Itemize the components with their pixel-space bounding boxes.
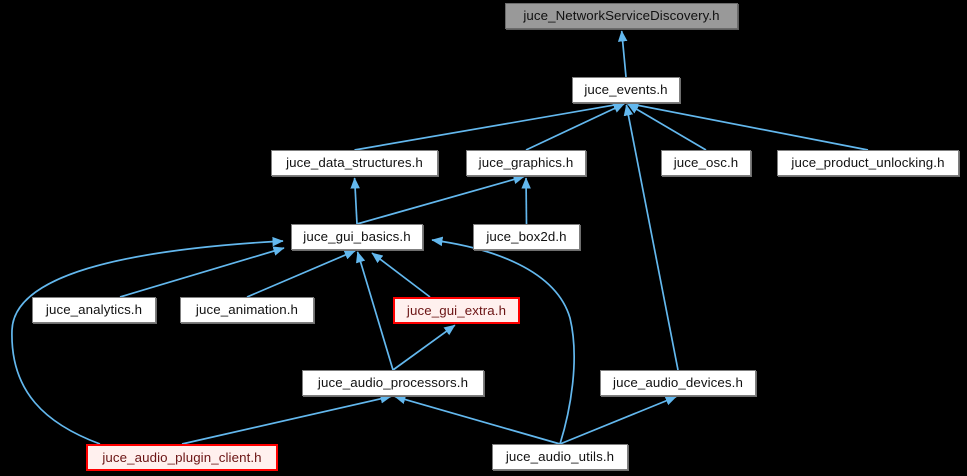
graph-node-animation[interactable]: juce_animation.h bbox=[180, 297, 314, 323]
graph-node-label: juce_NetworkServiceDiscovery.h bbox=[523, 8, 720, 24]
graph-node-analytics[interactable]: juce_analytics.h bbox=[32, 297, 156, 323]
graph-node-graphics[interactable]: juce_graphics.h bbox=[466, 150, 586, 176]
graph-node-events[interactable]: juce_events.h bbox=[572, 77, 680, 103]
graph-edge-gui_extra-to-gui_basics bbox=[371, 252, 431, 298]
graph-node-label: juce_audio_plugin_client.h bbox=[102, 449, 262, 465]
graph-node-label: juce_audio_utils.h bbox=[505, 449, 615, 465]
graph-edge-audio_utils-to-audio_processors bbox=[394, 394, 561, 445]
graph-node-audio_processors[interactable]: juce_audio_processors.h bbox=[302, 370, 484, 396]
graph-node-audio_plugin_client[interactable]: juce_audio_plugin_client.h bbox=[86, 444, 278, 471]
graph-node-product_unlocking[interactable]: juce_product_unlocking.h bbox=[777, 150, 959, 176]
graph-node-label: juce_audio_processors.h bbox=[317, 375, 469, 391]
graph-node-audio_utils[interactable]: juce_audio_utils.h bbox=[492, 444, 628, 470]
graph-node-box2d[interactable]: juce_box2d.h bbox=[473, 224, 580, 250]
graph-node-osc[interactable]: juce_osc.h bbox=[661, 150, 751, 176]
graph-edge-gui_basics-to-graphics bbox=[356, 174, 525, 225]
graph-edge-osc-to-events bbox=[627, 103, 707, 151]
graph-node-label: juce_events.h bbox=[584, 82, 668, 98]
graph-node-data_structures[interactable]: juce_data_structures.h bbox=[271, 150, 438, 176]
graph-edge-audio_processors-to-gui_basics bbox=[356, 251, 394, 371]
graph-node-label: juce_osc.h bbox=[673, 155, 739, 171]
graph-node-label: juce_graphics.h bbox=[478, 155, 574, 171]
graph-node-label: juce_gui_basics.h bbox=[303, 229, 411, 245]
graph-edge-audio_devices-to-events bbox=[623, 104, 679, 371]
graph-edge-events-to-network_service_discovery bbox=[617, 30, 628, 78]
graph-node-audio_devices[interactable]: juce_audio_devices.h bbox=[600, 370, 756, 396]
graph-node-label: juce_product_unlocking.h bbox=[791, 155, 945, 171]
graph-edge-product_unlocking-to-events bbox=[627, 100, 869, 151]
graph-node-label: juce_gui_extra.h bbox=[406, 302, 507, 318]
graph-edge-gui_basics-to-data_structures bbox=[350, 177, 360, 225]
graph-node-label: juce_analytics.h bbox=[45, 302, 143, 318]
graph-node-gui_basics[interactable]: juce_gui_basics.h bbox=[291, 224, 423, 250]
graph-edge-audio_utils-to-audio_devices bbox=[559, 395, 677, 445]
graph-edge-animation-to-gui_basics bbox=[246, 250, 356, 298]
graph-edge-graphics-to-events bbox=[525, 103, 625, 151]
graph-edge-data_structures-to-events bbox=[354, 100, 625, 151]
graph-edge-analytics-to-gui_basics bbox=[119, 246, 285, 298]
graph-edge-audio_plugin_client-to-gui_basics bbox=[11, 236, 284, 445]
graph-edge-audio_plugin_client-to-audio_processors bbox=[181, 394, 392, 445]
graph-node-label: juce_audio_devices.h bbox=[613, 375, 743, 391]
graph-node-label: juce_data_structures.h bbox=[286, 155, 423, 171]
graph-node-label: juce_animation.h bbox=[195, 302, 299, 318]
graph-edge-audio_processors-to-gui_extra bbox=[392, 324, 456, 371]
graph-node-gui_extra[interactable]: juce_gui_extra.h bbox=[393, 297, 520, 324]
graph-node-network_service_discovery[interactable]: juce_NetworkServiceDiscovery.h bbox=[505, 3, 738, 29]
graph-edge-audio_utils-to-gui_basics bbox=[431, 236, 575, 445]
graph-node-label: juce_box2d.h bbox=[486, 229, 567, 245]
